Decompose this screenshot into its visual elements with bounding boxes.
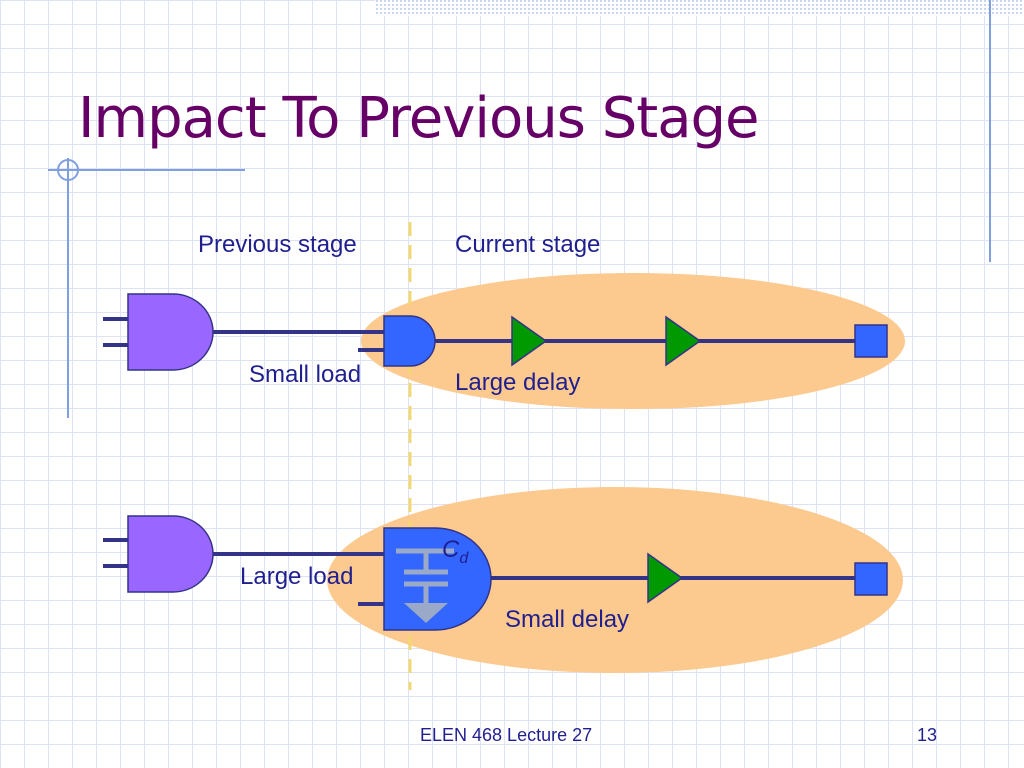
small-load-label: Small load [249,361,362,388]
buffer-triangle [665,315,702,367]
small-delay-label: Small delay [505,606,630,633]
large-load-label: Large load [240,563,354,590]
large-current-and-gate [383,527,492,631]
capacitor-symbol: C [442,536,460,563]
output-square [854,562,888,596]
capacitor-subscript: d [459,549,469,567]
previous-and-gate [127,293,214,371]
previous-stage-label: Previous stage [198,231,357,258]
output-square [854,324,888,358]
frame-ring-ornament [57,159,79,181]
buffer-triangle [647,552,684,604]
top-right-pattern-band [375,0,1024,16]
capacitor-icon [396,548,454,623]
buffer-triangle [511,315,548,367]
page-number: 13 [917,725,938,745]
large-delay-label: Large delay [455,369,581,396]
capacitor-cd-label: Cd [442,536,468,568]
footer-text: ELEN 468 Lecture 27 [420,725,593,745]
previous-and-gate [127,515,214,593]
current-and-gate [383,315,436,367]
slide-title: Impact To Previous Stage [78,86,760,151]
current-stage-label: Current stage [455,231,601,258]
